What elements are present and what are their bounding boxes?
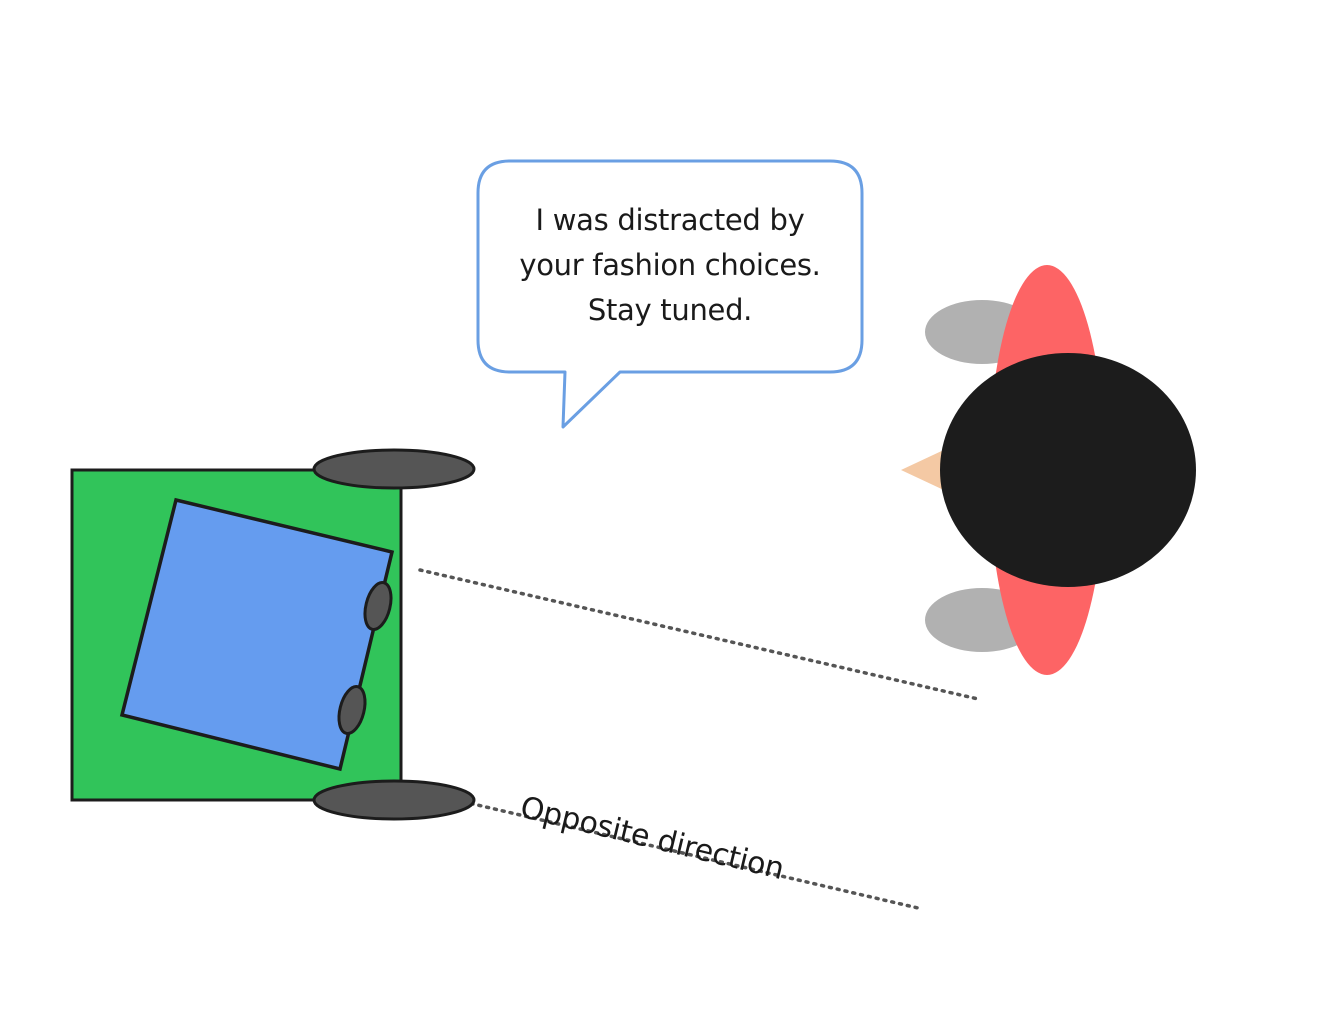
speech-bubble-line-2: your fashion choices. [519, 248, 821, 282]
speech-bubble-shape [476, 159, 864, 429]
person [901, 265, 1196, 675]
robot-wheel-top [312, 448, 476, 490]
robot-top-plate [119, 497, 395, 772]
person-nose [901, 448, 948, 492]
speech-bubble-line-1: I was distracted by [535, 203, 805, 237]
person-head [940, 353, 1196, 587]
robot [70, 448, 476, 821]
robot-wheel-bottom [312, 779, 476, 821]
dotted-line-upper [418, 568, 980, 701]
speech-bubble-text: I was distracted by your fashion choices… [480, 198, 860, 333]
speech-bubble [476, 159, 864, 429]
robot-sensor-upper [363, 581, 393, 631]
speech-bubble-line-3: Stay tuned. [587, 293, 753, 327]
robot-sensor-lower [337, 685, 367, 735]
